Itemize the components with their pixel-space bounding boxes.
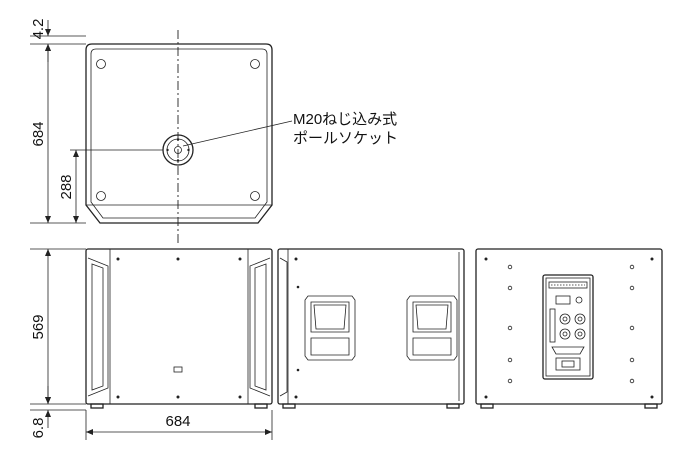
xlr-connector [559, 328, 571, 340]
mount-hole [250, 59, 260, 69]
dim-foot-height: 6.8 [30, 418, 47, 439]
xlr-connector [574, 328, 586, 340]
dim-width: 684 [165, 413, 190, 430]
knob [575, 296, 583, 304]
leader-line [182, 120, 293, 147]
handle [304, 295, 356, 361]
amp-panel [542, 274, 594, 380]
dim-socket-offset: 288 [58, 174, 75, 199]
socket-label-line2: ポールソケット [293, 130, 398, 147]
front-view [85, 248, 273, 409]
xlr-connector [559, 313, 571, 325]
top-view [70, 30, 293, 244]
xlr-connector [574, 313, 586, 325]
side-view [277, 248, 465, 409]
front-dimensions [30, 248, 273, 440]
top-dimensions [30, 20, 86, 224]
mount-hole [96, 191, 106, 201]
display [555, 295, 571, 305]
dim-top-depth: 684 [30, 121, 47, 146]
socket-label-line1: M20ねじ込み式 [293, 111, 397, 128]
brand-badge [173, 366, 183, 373]
dim-height: 569 [30, 314, 47, 339]
rear-view [475, 248, 663, 409]
power-inlet [555, 357, 581, 371]
mount-hole [96, 59, 106, 69]
mount-hole [250, 191, 260, 201]
dim-top-gap: 4.2 [30, 19, 47, 40]
handle [406, 295, 458, 361]
